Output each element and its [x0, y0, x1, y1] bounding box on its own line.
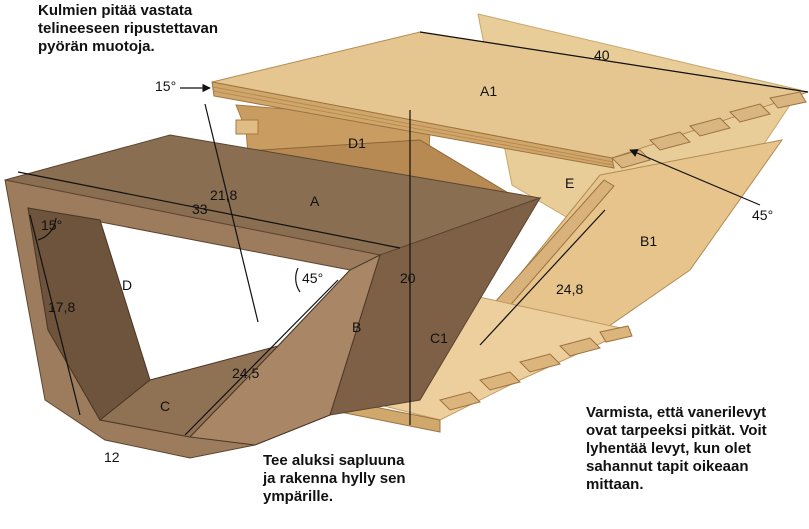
- dim-line-21-8: [204, 103, 259, 323]
- panel-a1-fingers: [611, 91, 807, 169]
- angle-label-45-right: 45°: [752, 207, 773, 223]
- template-inner-right-wall: [188, 254, 381, 446]
- dim-label-40: 40: [594, 47, 610, 63]
- caption-top-left: Kulmien pitää vastata telineeseen ripust…: [38, 2, 219, 55]
- panel-c1-fingers: [439, 325, 633, 411]
- dim-label-17-8: 17,8: [48, 299, 75, 315]
- angle-label-15-inner: 15°: [41, 217, 62, 233]
- dim-label-24-5: 24,5: [232, 365, 259, 381]
- dim-label-33: 33: [192, 201, 208, 217]
- panel-a1-plies: [212, 86, 614, 166]
- angle-arc-15: [37, 217, 57, 241]
- dimension-lines: [17, 31, 809, 436]
- pointer-45: [629, 149, 761, 206]
- part-label-c1: C1: [430, 330, 448, 346]
- dim-line-24-8: [479, 209, 606, 346]
- caption-bottom-center: Tee aluksi sapluuna ja rakenna hylly sen…: [263, 452, 406, 505]
- angle-label-45-inner: 45°: [302, 270, 323, 286]
- part-label-d1: D1: [348, 135, 366, 151]
- part-label-b1: B1: [640, 233, 657, 249]
- dim-line-40: [419, 31, 809, 93]
- dim-line-17-8: [29, 214, 81, 416]
- dim-label-12: 12: [104, 449, 120, 465]
- dim-label-24-8: 24,8: [556, 281, 583, 297]
- part-label-e: E: [565, 175, 574, 191]
- part-label-a: A: [310, 193, 320, 209]
- angle-arc-45: [295, 267, 301, 293]
- dim-label-21-8: 21,8: [210, 187, 237, 203]
- dim-line-33: [17, 171, 401, 249]
- angle-label-15-top: 15°: [155, 78, 176, 94]
- part-label-a1: A1: [480, 83, 497, 99]
- part-label-b: B: [352, 319, 361, 335]
- dim-label-20: 20: [400, 270, 416, 286]
- part-label-c: C: [160, 398, 170, 414]
- part-label-d: D: [122, 277, 132, 293]
- caption-bottom-right: Varmista, että vanerilevyt ovat tarpeeks…: [586, 404, 767, 493]
- dim-line-24-5: [184, 279, 339, 436]
